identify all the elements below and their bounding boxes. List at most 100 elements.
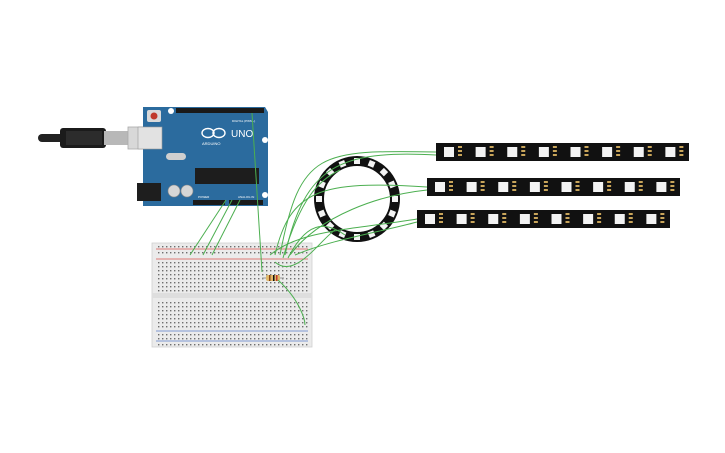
breadboard-hole[interactable] bbox=[162, 290, 164, 292]
breadboard-hole[interactable] bbox=[302, 286, 304, 288]
breadboard-hole[interactable] bbox=[186, 286, 188, 288]
breadboard-hole[interactable] bbox=[234, 262, 236, 264]
breadboard-hole[interactable] bbox=[294, 326, 296, 328]
breadboard-hole[interactable] bbox=[178, 322, 180, 324]
breadboard-hole[interactable] bbox=[190, 326, 192, 328]
breadboard-hole[interactable] bbox=[302, 326, 304, 328]
breadboard-hole[interactable] bbox=[278, 274, 280, 276]
breadboard-hole[interactable] bbox=[170, 278, 172, 280]
breadboard-hole[interactable] bbox=[174, 310, 176, 312]
breadboard-hole[interactable] bbox=[250, 318, 252, 320]
breadboard-hole[interactable] bbox=[174, 266, 176, 268]
breadboard-hole[interactable] bbox=[194, 334, 196, 336]
breadboard-hole[interactable] bbox=[238, 286, 240, 288]
breadboard-hole[interactable] bbox=[234, 326, 236, 328]
breadboard-hole[interactable] bbox=[254, 326, 256, 328]
breadboard-hole[interactable] bbox=[170, 252, 172, 254]
breadboard-hole[interactable] bbox=[294, 274, 296, 276]
breadboard-hole[interactable] bbox=[250, 344, 252, 346]
breadboard-hole[interactable] bbox=[186, 318, 188, 320]
breadboard-hole[interactable] bbox=[158, 278, 160, 280]
breadboard-hole[interactable] bbox=[170, 266, 172, 268]
breadboard-hole[interactable] bbox=[286, 290, 288, 292]
breadboard-hole[interactable] bbox=[262, 282, 264, 284]
strip-pixel[interactable] bbox=[475, 147, 486, 157]
breadboard-hole[interactable] bbox=[198, 318, 200, 320]
breadboard-hole[interactable] bbox=[162, 274, 164, 276]
breadboard-hole[interactable] bbox=[286, 278, 288, 280]
breadboard-hole[interactable] bbox=[234, 344, 236, 346]
breadboard-hole[interactable] bbox=[274, 322, 276, 324]
breadboard-hole[interactable] bbox=[238, 290, 240, 292]
breadboard-hole[interactable] bbox=[226, 274, 228, 276]
breadboard-hole[interactable] bbox=[282, 290, 284, 292]
breadboard-hole[interactable] bbox=[182, 290, 184, 292]
breadboard-hole[interactable] bbox=[298, 334, 300, 336]
breadboard-hole[interactable] bbox=[218, 286, 220, 288]
breadboard-hole[interactable] bbox=[298, 318, 300, 320]
breadboard-hole[interactable] bbox=[254, 290, 256, 292]
breadboard-hole[interactable] bbox=[290, 338, 292, 340]
breadboard-hole[interactable] bbox=[162, 282, 164, 284]
breadboard-hole[interactable] bbox=[302, 262, 304, 264]
breadboard-hole[interactable] bbox=[306, 274, 308, 276]
breadboard-hole[interactable] bbox=[286, 252, 288, 254]
strip-pixel[interactable] bbox=[529, 182, 540, 192]
breadboard-hole[interactable] bbox=[266, 314, 268, 316]
breadboard-hole[interactable] bbox=[186, 338, 188, 340]
breadboard-hole[interactable] bbox=[254, 338, 256, 340]
breadboard-hole[interactable] bbox=[158, 282, 160, 284]
breadboard-hole[interactable] bbox=[302, 246, 304, 248]
breadboard-hole[interactable] bbox=[186, 274, 188, 276]
breadboard-hole[interactable] bbox=[302, 274, 304, 276]
breadboard-hole[interactable] bbox=[290, 326, 292, 328]
arduino-uno-board[interactable]: UNO ARDUINO DIGITAL (PWM~) POWER ANALOG … bbox=[137, 107, 268, 206]
breadboard-hole[interactable] bbox=[274, 290, 276, 292]
strip-pixel[interactable] bbox=[614, 214, 625, 224]
breadboard-hole[interactable] bbox=[306, 344, 308, 346]
breadboard-hole[interactable] bbox=[198, 278, 200, 280]
breadboard-hole[interactable] bbox=[198, 322, 200, 324]
breadboard-hole[interactable] bbox=[230, 338, 232, 340]
breadboard-hole[interactable] bbox=[266, 302, 268, 304]
breadboard-hole[interactable] bbox=[286, 344, 288, 346]
breadboard-hole[interactable] bbox=[158, 318, 160, 320]
breadboard-hole[interactable] bbox=[218, 252, 220, 254]
breadboard-hole[interactable] bbox=[278, 338, 280, 340]
breadboard-hole[interactable] bbox=[182, 252, 184, 254]
breadboard-hole[interactable] bbox=[198, 314, 200, 316]
breadboard-hole[interactable] bbox=[290, 246, 292, 248]
breadboard-hole[interactable] bbox=[250, 314, 252, 316]
breadboard-hole[interactable] bbox=[194, 310, 196, 312]
breadboard-hole[interactable] bbox=[302, 252, 304, 254]
breadboard-hole[interactable] bbox=[254, 246, 256, 248]
analog-header[interactable] bbox=[229, 200, 263, 205]
breadboard-hole[interactable] bbox=[242, 318, 244, 320]
breadboard-hole[interactable] bbox=[294, 278, 296, 280]
breadboard-hole[interactable] bbox=[170, 334, 172, 336]
breadboard-hole[interactable] bbox=[270, 326, 272, 328]
breadboard-hole[interactable] bbox=[158, 338, 160, 340]
breadboard-hole[interactable] bbox=[266, 310, 268, 312]
breadboard-hole[interactable] bbox=[190, 322, 192, 324]
breadboard-hole[interactable] bbox=[226, 278, 228, 280]
neopixel-strip-2[interactable] bbox=[427, 178, 680, 196]
breadboard-hole[interactable] bbox=[182, 274, 184, 276]
breadboard-hole[interactable] bbox=[278, 302, 280, 304]
breadboard-hole[interactable] bbox=[282, 252, 284, 254]
breadboard-hole[interactable] bbox=[190, 310, 192, 312]
breadboard-hole[interactable] bbox=[254, 252, 256, 254]
breadboard-hole[interactable] bbox=[178, 326, 180, 328]
breadboard-hole[interactable] bbox=[210, 306, 212, 308]
breadboard-hole[interactable] bbox=[274, 306, 276, 308]
breadboard-holes[interactable] bbox=[158, 246, 308, 346]
breadboard-hole[interactable] bbox=[234, 252, 236, 254]
breadboard-hole[interactable] bbox=[238, 282, 240, 284]
breadboard-hole[interactable] bbox=[206, 286, 208, 288]
breadboard-hole[interactable] bbox=[282, 322, 284, 324]
breadboard-hole[interactable] bbox=[222, 310, 224, 312]
breadboard-hole[interactable] bbox=[178, 252, 180, 254]
breadboard-hole[interactable] bbox=[258, 246, 260, 248]
strip-pixel[interactable] bbox=[646, 214, 657, 224]
breadboard-hole[interactable] bbox=[170, 344, 172, 346]
